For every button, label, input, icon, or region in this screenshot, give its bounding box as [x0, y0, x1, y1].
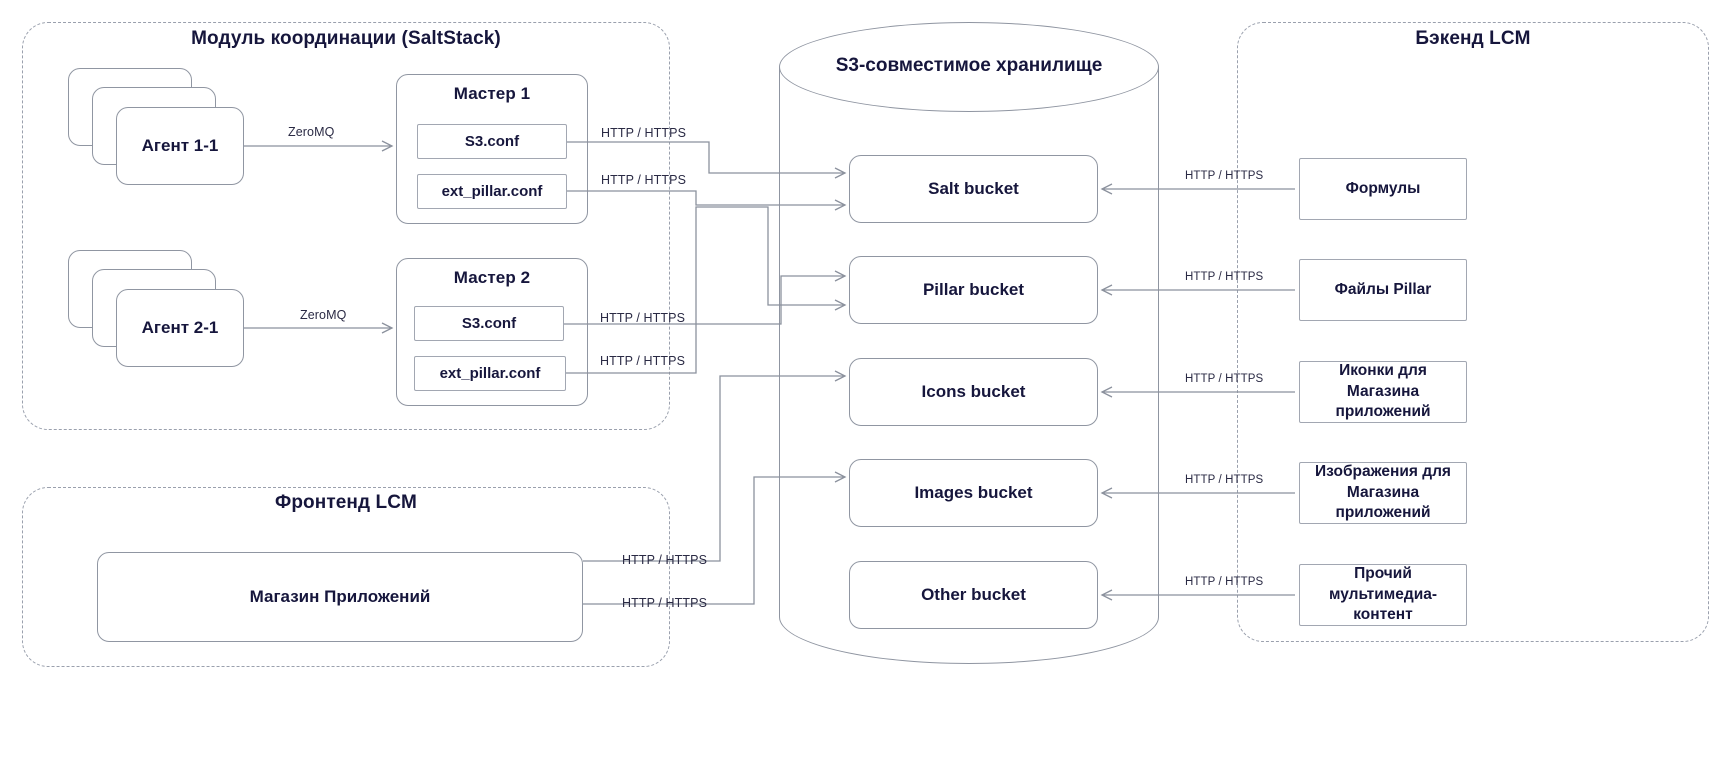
backend-node-other-media[interactable]: Прочий мультимедиа- контент [1299, 564, 1467, 626]
app-store-node[interactable]: Магазин Приложений [97, 552, 583, 642]
bucket-other-label: Other bucket [921, 585, 1026, 605]
master-2-config-extpillar-label: ext_pillar.conf [439, 365, 541, 382]
master-2-title: Мастер 2 [453, 268, 531, 287]
backend-node-icons[interactable]: Иконки для Магазина приложений [1299, 361, 1467, 423]
master-2-config-s3[interactable]: S3.conf [414, 306, 564, 341]
edge-label-http-m1-s3: HTTP / HTTPS [601, 126, 687, 140]
bucket-icons-label: Icons bucket [921, 382, 1026, 402]
bucket-pillar[interactable]: Pillar bucket [849, 256, 1098, 324]
edge-label-http-images: HTTP / HTTPS [1185, 474, 1264, 486]
edge-label-zeromq-2: ZeroMQ [300, 308, 347, 322]
master-1-config-extpillar-label: ext_pillar.conf [441, 183, 543, 200]
master-2-config-extpillar[interactable]: ext_pillar.conf [414, 356, 566, 391]
edge-label-http-m2-extpillar: HTTP / HTTPS [600, 354, 686, 368]
master-1-config-s3[interactable]: S3.conf [417, 124, 567, 159]
group-backend-title: Бэкенд LCM [1415, 28, 1531, 49]
master-2-config-s3-label: S3.conf [461, 315, 517, 332]
backend-node-formulas[interactable]: Формулы [1299, 158, 1467, 220]
edge-label-http-pillarfiles: HTTP / HTTPS [1185, 271, 1264, 283]
bucket-pillar-label: Pillar bucket [922, 280, 1025, 300]
backend-node-formulas-label: Формулы [1345, 179, 1421, 197]
group-backend-lcm [1237, 22, 1709, 642]
edge-label-http-appstore-images: HTTP / HTTPS [622, 596, 708, 610]
edge-label-http-icons: HTTP / HTTPS [1185, 373, 1264, 385]
master-1-config-extpillar[interactable]: ext_pillar.conf [417, 174, 567, 209]
backend-node-other-media-label: Прочий мультимедиа- контент [1328, 565, 1438, 624]
group-coordination-title: Модуль координации (SaltStack) [191, 28, 501, 49]
agent-2-1-label: Агент 2-1 [141, 318, 219, 338]
backend-node-images-label: Изображения для Магазина приложений [1315, 463, 1451, 522]
app-store-label: Магазин Приложений [249, 587, 431, 607]
bucket-icons[interactable]: Icons bucket [849, 358, 1098, 426]
agent-2-1[interactable]: Агент 2-1 [116, 289, 244, 367]
backend-node-icons-label: Иконки для Магазина приложений [1335, 362, 1431, 421]
edge-label-http-othermedia: HTTP / HTTPS [1185, 576, 1264, 588]
s3-storage-cylinder [779, 22, 1159, 664]
bucket-salt-label: Salt bucket [928, 179, 1019, 199]
edge-label-http-formulas: HTTP / HTTPS [1185, 170, 1264, 182]
bucket-images[interactable]: Images bucket [849, 459, 1098, 527]
agent-1-1-label: Агент 1-1 [141, 136, 219, 156]
agent-1-1[interactable]: Агент 1-1 [116, 107, 244, 185]
edge-label-http-appstore-icons: HTTP / HTTPS [622, 553, 708, 567]
cylinder-top-ellipse [779, 22, 1159, 112]
master-1-config-s3-label: S3.conf [464, 133, 520, 150]
group-frontend-title: Фронтенд LCM [275, 492, 417, 513]
edge-label-http-m2-s3: HTTP / HTTPS [600, 311, 686, 325]
s3-storage-title: S3-совместимое хранилище [835, 55, 1103, 76]
bucket-salt[interactable]: Salt bucket [849, 155, 1098, 223]
backend-node-pillar-files-label: Файлы Pillar [1334, 280, 1432, 298]
cylinder-body [779, 67, 1159, 617]
bucket-images-label: Images bucket [914, 483, 1033, 503]
bucket-other[interactable]: Other bucket [849, 561, 1098, 629]
master-1-title: Мастер 1 [453, 84, 531, 103]
edge-label-http-m1-extpillar: HTTP / HTTPS [601, 173, 687, 187]
edge-label-zeromq-1: ZeroMQ [288, 125, 335, 139]
backend-node-images[interactable]: Изображения для Магазина приложений [1299, 462, 1467, 524]
backend-node-pillar-files[interactable]: Файлы Pillar [1299, 259, 1467, 321]
